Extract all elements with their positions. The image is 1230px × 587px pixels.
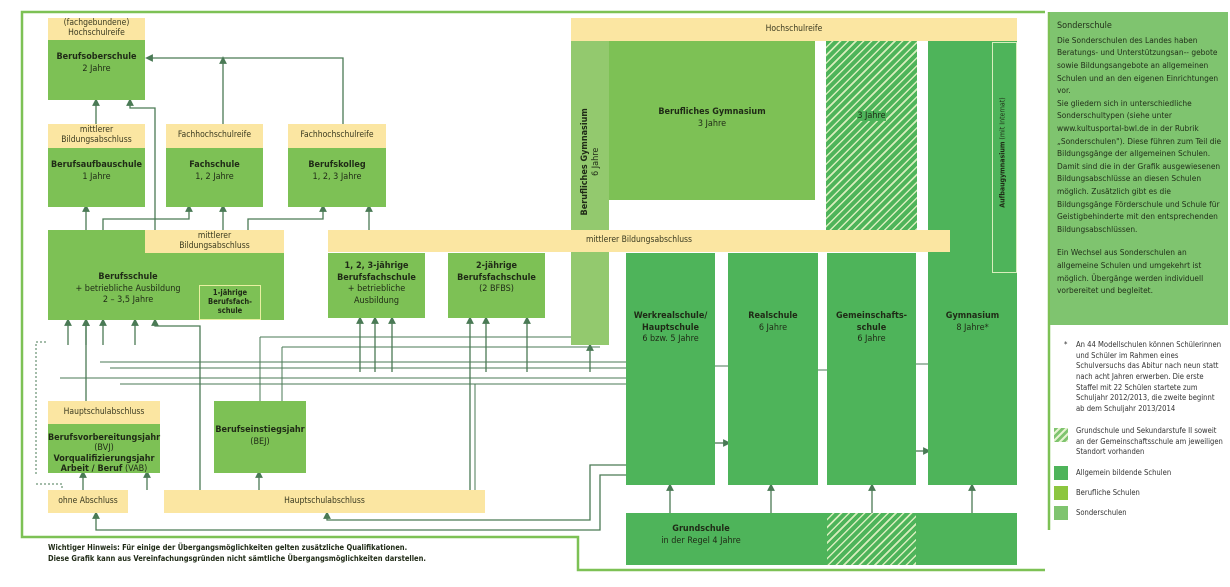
title: Berufskolleg bbox=[308, 160, 366, 170]
bej-box: Berufseinstiegsjahr(BEJ) bbox=[214, 401, 306, 473]
title: Berufsoberschule bbox=[56, 52, 137, 62]
bvj-qualification: Hauptschulabschluss bbox=[48, 401, 160, 424]
legend: Grundschule und Sekundarstufe II soweit … bbox=[1054, 426, 1224, 526]
panel-title: Sonderschule bbox=[1057, 21, 1112, 31]
berufsoberschule-qualification: (fachgebundene)Hochschulreife bbox=[48, 18, 145, 40]
outer-frame bbox=[20, 10, 1045, 572]
header-line: Hochschulreife bbox=[68, 28, 125, 38]
sonderschule-panel: Sonderschule Die Sonderschulen des Lande… bbox=[1050, 12, 1228, 325]
gemeinschaftsschule-oberstufe-hatched: 3 Jahre bbox=[826, 41, 917, 230]
grundschule-hatched-section bbox=[827, 513, 916, 565]
aufbaugymnasium-box: Aufbaugymnasium (mit Internat) bbox=[992, 42, 1017, 273]
mittlerer-bildungsabschluss-bar: mittlerer Bildungsabschluss bbox=[328, 230, 950, 252]
duration: 1, 2 Jahre bbox=[195, 171, 234, 182]
legend-swatch bbox=[1054, 506, 1068, 520]
legend-swatch bbox=[1054, 466, 1068, 480]
legend-item: Sonderschulen bbox=[1054, 506, 1224, 526]
hauptschulabschluss-bar: Hauptschulabschluss bbox=[164, 490, 485, 513]
duration: 1, 2, 3 Jahre bbox=[312, 171, 362, 182]
title: Berufsaufbauschule bbox=[51, 160, 142, 170]
legend-swatch bbox=[1054, 486, 1068, 500]
footnote: *An 44 Modellschulen können Schülerinnen… bbox=[1064, 340, 1222, 413]
title: Berufsschule bbox=[98, 272, 158, 282]
duration: 1 Jahre bbox=[82, 171, 111, 182]
legend-item: Berufliche Schulen bbox=[1054, 486, 1224, 506]
header-line: mittlerer bbox=[79, 125, 114, 136]
duration: 2 – 3,5 Jahre bbox=[102, 295, 154, 306]
header-line: Bildungsabschluss bbox=[61, 135, 132, 145]
bvj-vab-box: Berufsvorbereitungsjahr (BVJ)Vorqualifiz… bbox=[48, 424, 160, 474]
ohne-abschluss-box: ohne Abschluss bbox=[48, 490, 128, 513]
fachschule-qualification: Fachhochschulreife bbox=[166, 124, 263, 148]
legend-item: Allgemein bildende Schulen bbox=[1054, 466, 1224, 486]
duration: 2 Jahre bbox=[82, 63, 111, 74]
title: Fachschule bbox=[189, 160, 240, 170]
legend-swatch-hatched bbox=[1054, 428, 1068, 442]
important-note: Wichtiger Hinweis: Für einige der Überga… bbox=[48, 543, 426, 563]
header-line: (fachgebundene) bbox=[63, 18, 130, 29]
berufskolleg-qualification: Fachhochschulreife bbox=[288, 124, 386, 148]
hochschulreife-bar: Hochschulreife bbox=[571, 18, 1017, 41]
legend-item: Grundschule und Sekundarstufe II soweit … bbox=[1054, 426, 1224, 466]
subtitle: + betriebliche Ausbildung bbox=[75, 283, 181, 294]
